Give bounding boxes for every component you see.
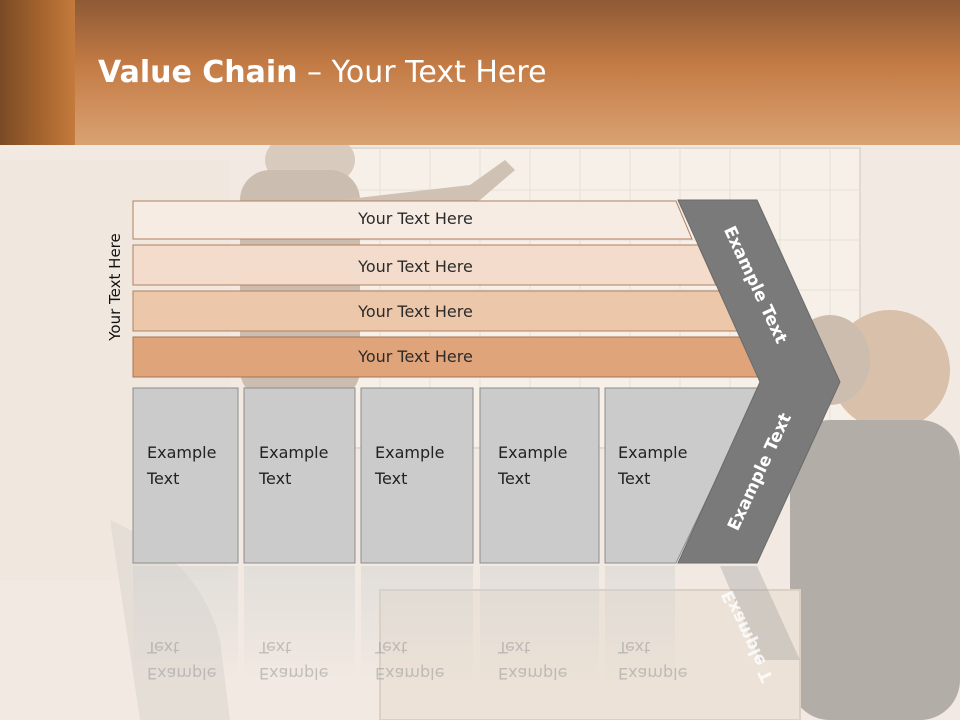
column-reflection-label-2: Example Text: [259, 634, 328, 686]
column-label-1-line1: Example: [147, 443, 217, 462]
column-label-3-line2: Text: [375, 469, 408, 488]
column-label-4-line1: Example: [498, 443, 568, 462]
bar-label-3: Your Text Here: [358, 302, 473, 321]
column-reflection-label-2-line2: Text: [259, 638, 292, 657]
title-rest: – Your Text Here: [297, 55, 547, 90]
column-reflection-5: [605, 566, 675, 686]
title-banner: Value Chain – Your Text Here: [0, 0, 960, 145]
column-reflection-label-1: Example Text: [147, 634, 216, 686]
column-reflection-label-3: Example Text: [375, 634, 444, 686]
bar-label-2: Your Text Here: [358, 257, 473, 276]
column-reflection-label-3-line1: Example: [375, 664, 445, 683]
column-reflection-label-5-line2: Text: [618, 638, 651, 657]
banner-accent: [0, 0, 75, 145]
column-label-5-line1: Example: [618, 443, 688, 462]
column-label-3-line1: Example: [375, 443, 445, 462]
column-reflection-label-2-line1: Example: [259, 664, 329, 683]
column-reflection-label-4: Example Text: [498, 634, 567, 686]
activity-column-2: [243, 387, 356, 564]
column-label-2-line1: Example: [259, 443, 329, 462]
column-reflection-label-1-line1: Example: [147, 664, 217, 683]
activity-column-4: [479, 387, 600, 564]
margin-chevron-reflection: [678, 566, 800, 660]
column-reflection-label-5-line1: Example: [618, 664, 688, 683]
margin-chevron: [677, 199, 841, 564]
column-label-2-line2: Text: [259, 469, 292, 488]
activity-column-1: [132, 387, 239, 564]
slide-title: Value Chain – Your Text Here: [98, 55, 547, 90]
support-bar-1: [132, 200, 693, 240]
column-reflection-4: [480, 566, 599, 686]
bar-label-4: Your Text Here: [358, 347, 473, 366]
bar-label-1: Your Text Here: [358, 209, 473, 228]
column-label-5-line2: Text: [618, 469, 651, 488]
column-reflection-label-4-line2: Text: [498, 638, 531, 657]
title-bold: Value Chain: [98, 55, 298, 90]
column-reflection-1: [133, 566, 238, 686]
activity-column-3: [360, 387, 474, 564]
column-reflection-3: [361, 566, 473, 686]
activity-column-5: [604, 387, 761, 564]
column-label-4-line2: Text: [498, 469, 531, 488]
column-reflection-label-5: Example Text: [618, 634, 687, 686]
column-label-1-line2: Text: [147, 469, 180, 488]
column-reflection-2: [244, 566, 355, 686]
column-reflection-label-4-line1: Example: [498, 664, 568, 683]
column-reflection-label-1-line2: Text: [147, 638, 180, 657]
column-reflection-label-3-line2: Text: [375, 638, 408, 657]
